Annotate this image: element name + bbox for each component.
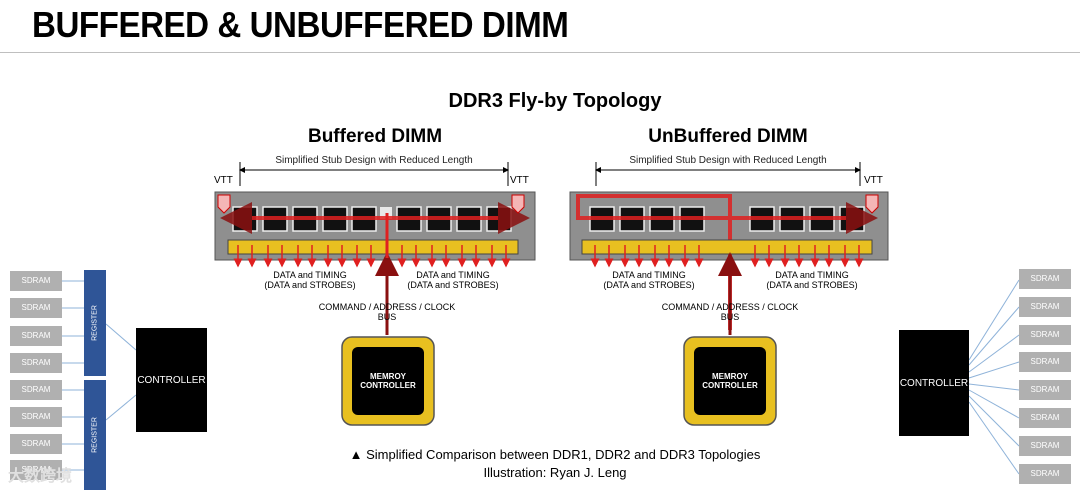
buffered-dimm-title: Buffered DIMM: [307, 126, 443, 147]
right-sdram-3: SDRAM: [1019, 325, 1071, 345]
right-sdram-4: SDRAM: [1019, 352, 1071, 372]
buffered-vtt-left-label: VTT: [214, 175, 233, 186]
register-top-label: REGISTER: [91, 305, 99, 341]
right-sdram-8: SDRAM: [1019, 464, 1071, 484]
buffered-controller-label: MEMROY CONTROLLER: [360, 372, 416, 390]
vtt-terminator-icon: [511, 194, 525, 214]
left-sdram-5: SDRAM: [10, 380, 62, 400]
unbuffered-data-timing-right: DATA and TIMING (DATA and STROBES): [766, 270, 858, 290]
buffered-dimm: [214, 162, 536, 426]
unbuffered-dimm-title: UnBuffered DIMM: [648, 126, 808, 147]
figure-credit: Illustration: Ryan J. Leng: [483, 465, 627, 480]
register-top: REGISTER: [84, 270, 106, 376]
vtt-terminator-icon: [217, 194, 231, 214]
register-bottom: REGISTER: [84, 380, 106, 490]
buffered-memory-controller-chip: [352, 347, 424, 415]
unbuffered-data-timing-left: DATA and TIMING (DATA and STROBES): [603, 270, 695, 290]
watermark: 大数跨境: [8, 468, 73, 485]
left-block-connectors: [62, 280, 137, 471]
unbuffered-command-bus-label: COMMAND / ADDRESS / CLOCK BUS: [661, 302, 799, 322]
right-block-connectors: [968, 279, 1020, 475]
right-sdram-7: SDRAM: [1019, 436, 1071, 456]
buffered-command-bus-label: COMMAND / ADDRESS / CLOCK BUS: [318, 302, 456, 322]
right-controller: CONTROLLER: [899, 330, 969, 436]
topology-title: DDR3 Fly-by Topology: [448, 90, 662, 112]
left-sdram-7: SDRAM: [10, 434, 62, 454]
buffered-data-timing-right: DATA and TIMING (DATA and STROBES): [407, 270, 499, 290]
title-divider: [0, 52, 1080, 53]
right-sdram-1: SDRAM: [1019, 269, 1071, 289]
left-sdram-2: SDRAM: [10, 298, 62, 318]
buffered-vtt-right-label: VTT: [510, 175, 529, 186]
right-sdram-6: SDRAM: [1019, 408, 1071, 428]
slide-title: BUFFERED & UNBUFFERED DIMM: [32, 4, 569, 45]
register-bottom-label: REGISTER: [91, 417, 99, 453]
right-sdram-2: SDRAM: [1019, 297, 1071, 317]
unbuffered-vtt-right-label: VTT: [864, 175, 883, 186]
vtt-terminator-icon: [865, 194, 879, 214]
left-sdram-8: SDRAM: [10, 460, 62, 480]
buffered-contact-strip: [227, 239, 519, 255]
figure-caption: ▲ Simplified Comparison between DDR1, DD…: [349, 447, 761, 462]
left-sdram-4: SDRAM: [10, 353, 62, 373]
unbuffered-dimm: [569, 162, 889, 426]
left-sdram-6: SDRAM: [10, 407, 62, 427]
buffered-stub-label: Simplified Stub Design with Reduced Leng…: [275, 155, 473, 166]
buffered-data-timing-left: DATA and TIMING (DATA and STROBES): [264, 270, 356, 290]
left-sdram-1: SDRAM: [10, 271, 62, 291]
right-sdram-5: SDRAM: [1019, 380, 1071, 400]
unbuffered-stub-label: Simplified Stub Design with Reduced Leng…: [629, 155, 827, 166]
left-controller: CONTROLLER: [136, 328, 207, 432]
left-sdram-3: SDRAM: [10, 326, 62, 346]
unbuffered-controller-label: MEMROY CONTROLLER: [702, 372, 758, 390]
unbuffered-memory-controller-chip: [694, 347, 766, 415]
